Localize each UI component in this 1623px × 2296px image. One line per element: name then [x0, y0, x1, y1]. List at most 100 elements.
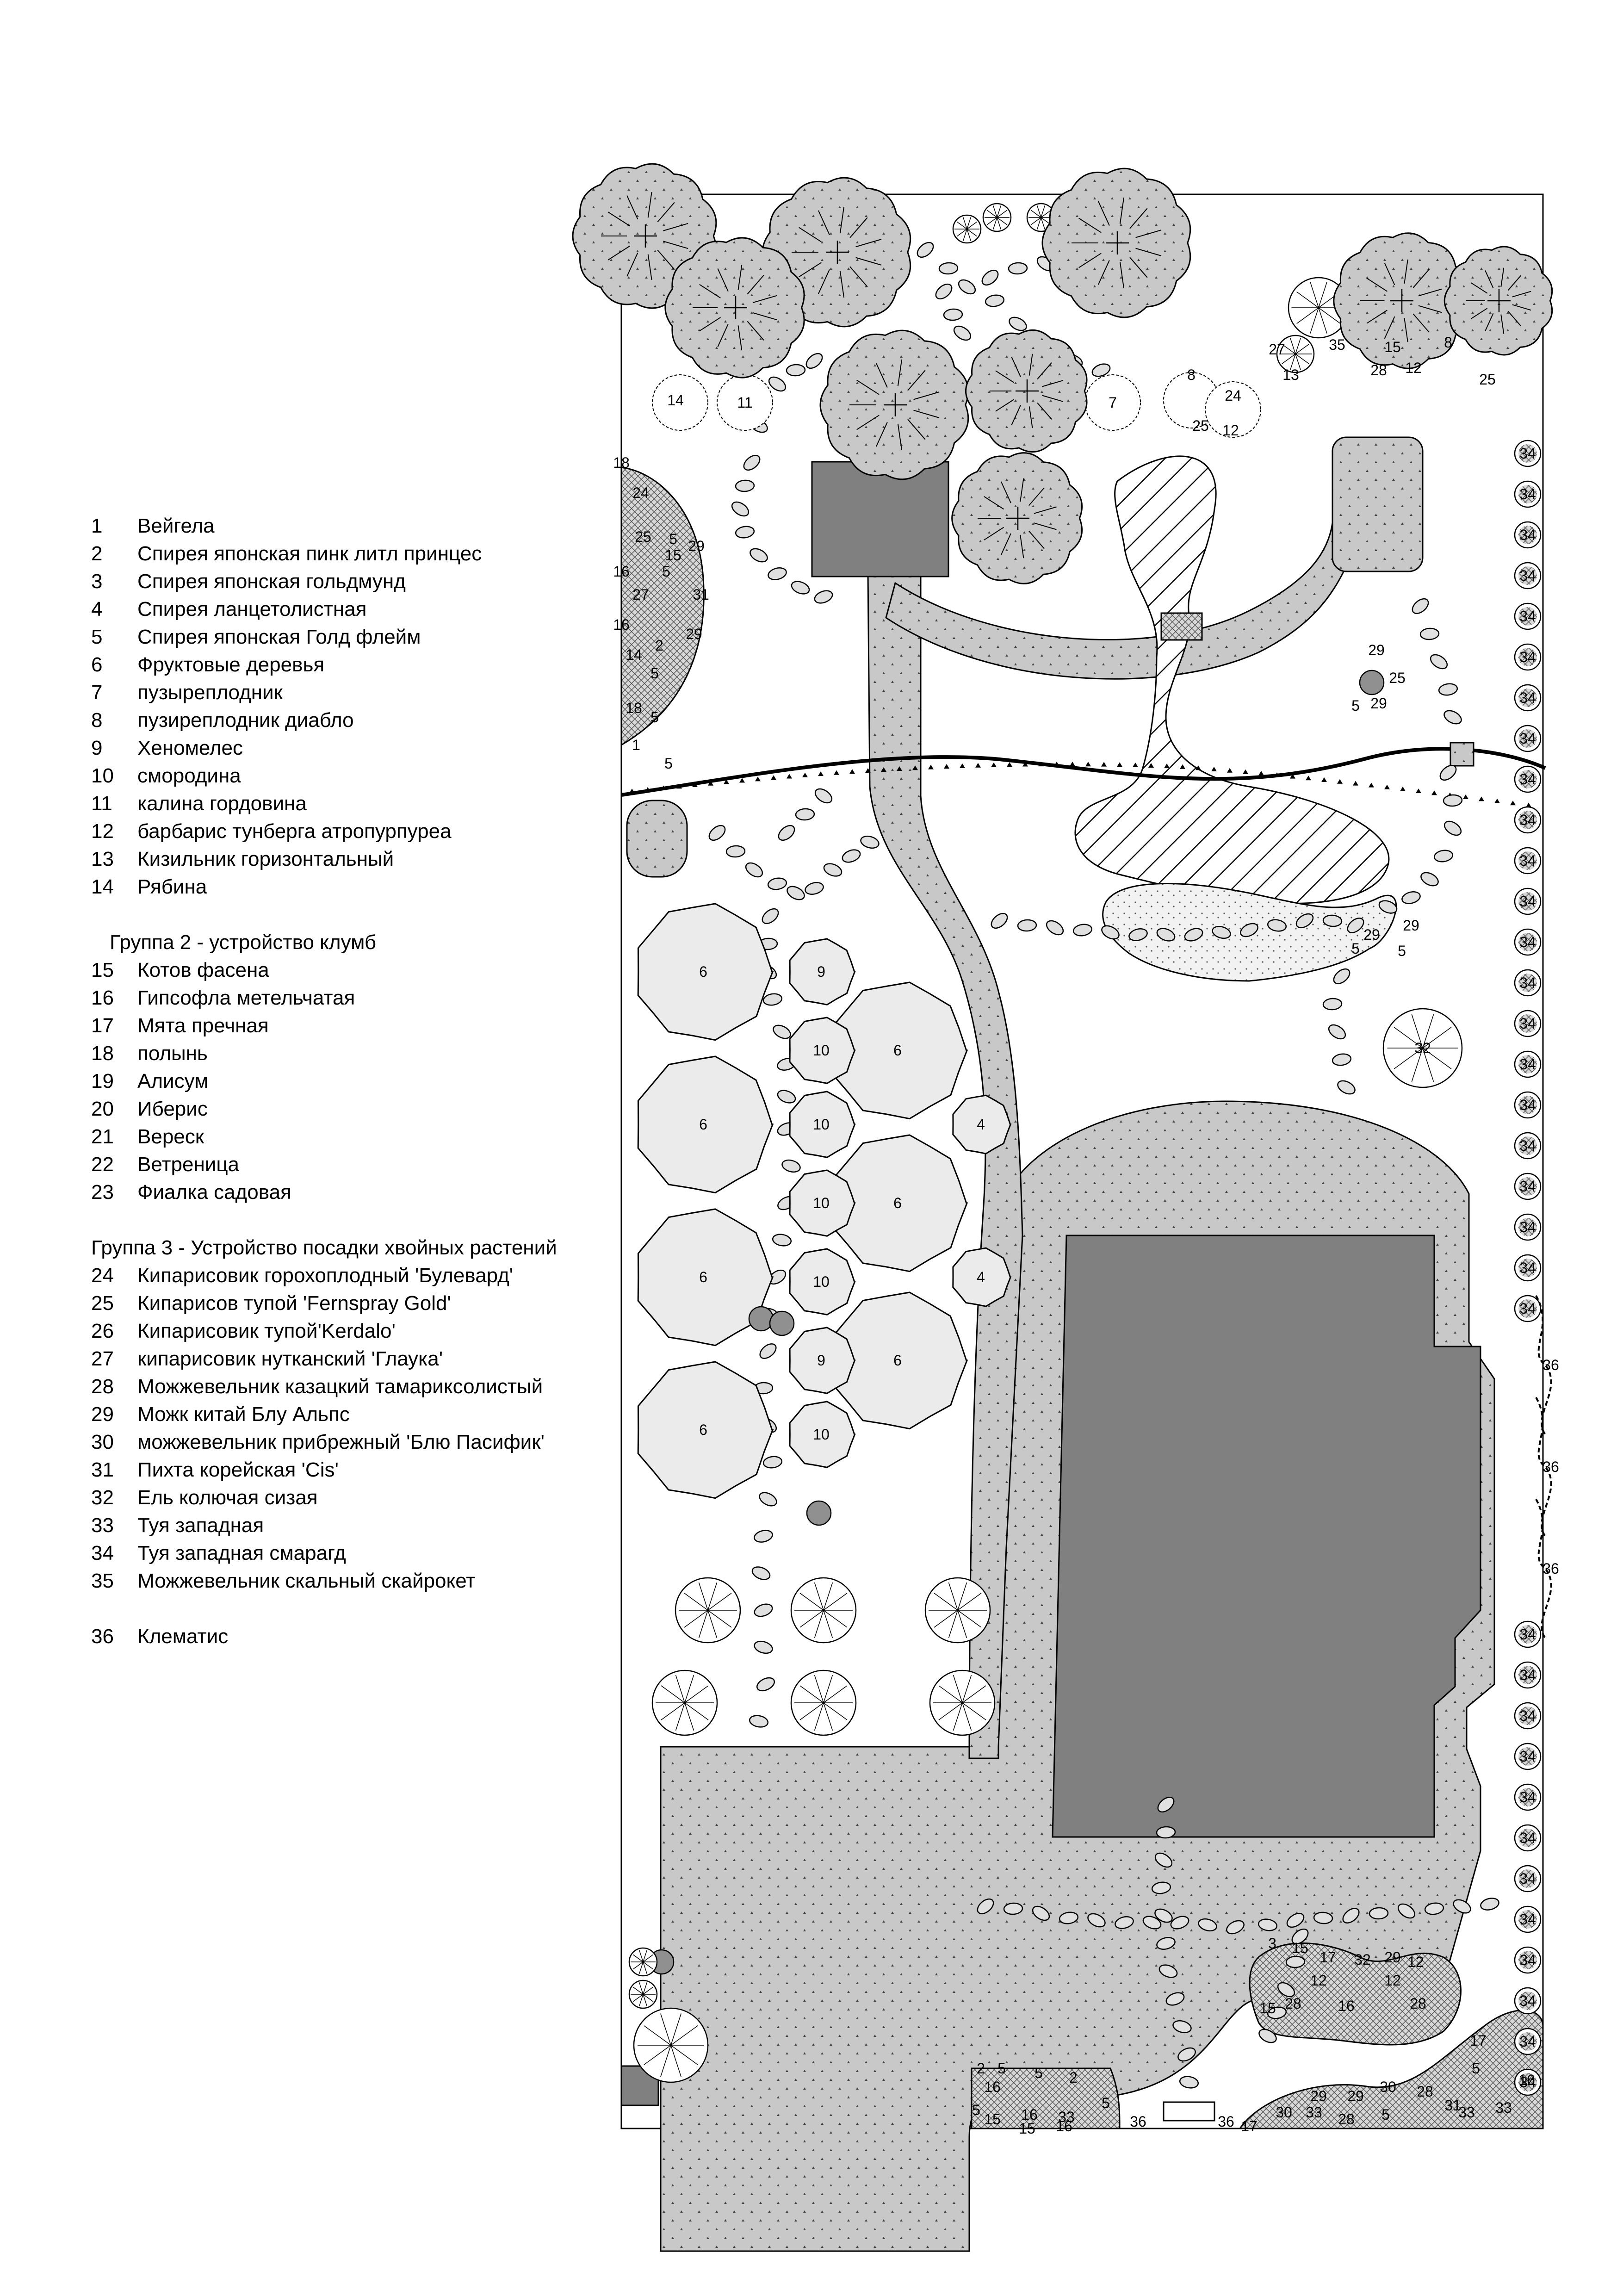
hedge-plant: 34 — [1514, 1050, 1542, 1078]
plant-number: 29 — [1370, 695, 1387, 712]
stepping-stone — [1412, 598, 1429, 614]
hedge-label: 34 — [1519, 1707, 1536, 1724]
fence-post — [1321, 777, 1327, 782]
tree-trunk-mark — [1390, 289, 1413, 312]
plant-number: 15 — [1019, 2120, 1035, 2137]
hedge-label: 34 — [1519, 1952, 1536, 1968]
hedge-fill — [1518, 811, 1537, 829]
shrub-branch — [1296, 292, 1319, 308]
shrub-branch — [823, 1610, 833, 1638]
plant-number: 25 — [1389, 670, 1406, 686]
shrub-branch — [962, 229, 967, 241]
shrub-branch — [684, 1702, 709, 1720]
conifer-shrub — [790, 1577, 857, 1644]
plant-number: 30 — [1380, 2079, 1396, 2095]
fence-post — [802, 772, 808, 777]
tree-branch — [1412, 313, 1430, 333]
stepping-stone — [938, 262, 959, 275]
fence-post — [1054, 762, 1059, 767]
hedge-fill — [1518, 1706, 1537, 1725]
hedge-plant: 34 — [1514, 2068, 1542, 2096]
stepping-stone — [725, 845, 746, 858]
shrub-clump — [1084, 374, 1141, 431]
shrub-branch — [1030, 217, 1041, 225]
shrub-branch — [698, 1610, 708, 1638]
hedge-label: 34 — [1519, 974, 1536, 991]
fence-post — [1133, 763, 1138, 768]
shrub-branch — [948, 1582, 958, 1611]
orchard-plant-canopy — [637, 903, 774, 1041]
shrub-branch — [638, 1994, 644, 2006]
legend-item-number: 14 — [91, 875, 114, 898]
stepping-stone — [1378, 900, 1398, 914]
stepping-stone — [1453, 1899, 1471, 1914]
plant-number: 31 — [693, 586, 709, 603]
tree-branch — [984, 527, 1004, 540]
shrub-branch — [1036, 205, 1041, 218]
legend-item-name: Ветреница — [137, 1153, 239, 1176]
conifer-shrub — [924, 1577, 991, 1644]
hedge-label: 34 — [1519, 608, 1536, 625]
stepping-stone — [1342, 1908, 1360, 1924]
conifer-shrub — [952, 214, 982, 244]
plant-number: 5 — [650, 665, 659, 682]
legend-item-number: 24 — [91, 1264, 114, 1287]
legend-item-name: Ель колючая сизая — [137, 1486, 318, 1509]
shrub-branch — [1295, 354, 1301, 370]
large-tree — [965, 329, 1088, 453]
orchard-plant-canopy — [952, 1247, 1012, 1307]
legend-group-2-title: Группа 2 - устройство клумб — [110, 931, 377, 954]
fence-post — [1196, 765, 1201, 770]
orchard-plant-label: 10 — [813, 1042, 830, 1059]
fence-post — [1526, 802, 1531, 807]
shrub-branch — [643, 1982, 648, 1995]
stepping-stone — [977, 1898, 994, 1915]
legend-item-number: 33 — [91, 1514, 114, 1537]
tree-branch — [717, 268, 729, 292]
fence-post — [771, 775, 776, 780]
shrub-branch — [1310, 282, 1319, 308]
legend-item-number: 21 — [91, 1125, 114, 1148]
legend-item-name: Спирея ланцетолистная — [137, 598, 367, 621]
stepping-stone — [1424, 1902, 1444, 1915]
shrub-branch — [1318, 282, 1327, 308]
legend-item-number: 11 — [91, 792, 112, 815]
plant-number: 5 — [972, 2102, 980, 2118]
plant-number: 8 — [1187, 366, 1196, 383]
shrub-branch — [823, 1582, 833, 1611]
tree-trunk-mark — [1006, 507, 1029, 530]
shrub-branch — [643, 1954, 654, 1962]
orchard-plant: 6 — [637, 1208, 774, 1347]
shrub-branch — [799, 1610, 824, 1628]
tree-branch — [1020, 478, 1024, 502]
hedge-plant: 34 — [1514, 847, 1542, 875]
fence-post — [834, 770, 839, 775]
plant-number: 7 — [1109, 394, 1117, 411]
shrub-branch — [823, 1610, 848, 1628]
shrub-branch — [698, 1582, 708, 1611]
plant-number: 29 — [1347, 2088, 1364, 2104]
dry-creek — [1074, 455, 1390, 904]
legend-item-name: Спирея японская гольдмунд — [137, 570, 406, 593]
legend-item-number: 1 — [91, 515, 103, 537]
tree-branch — [752, 312, 777, 321]
shrub-branch — [814, 1582, 824, 1611]
fence-post — [1243, 769, 1248, 774]
fence-post — [1007, 762, 1012, 767]
hedge-plant: 34 — [1514, 602, 1542, 630]
shrub-branch — [1318, 307, 1341, 324]
stepping-stone — [745, 862, 763, 878]
stepping-stone — [778, 825, 795, 841]
hedge-plant: 34 — [1514, 1987, 1542, 2015]
plant-number: 3 — [1268, 1935, 1276, 1952]
legend-item-number: 2 — [91, 542, 103, 565]
shrub-branch — [1041, 210, 1052, 218]
